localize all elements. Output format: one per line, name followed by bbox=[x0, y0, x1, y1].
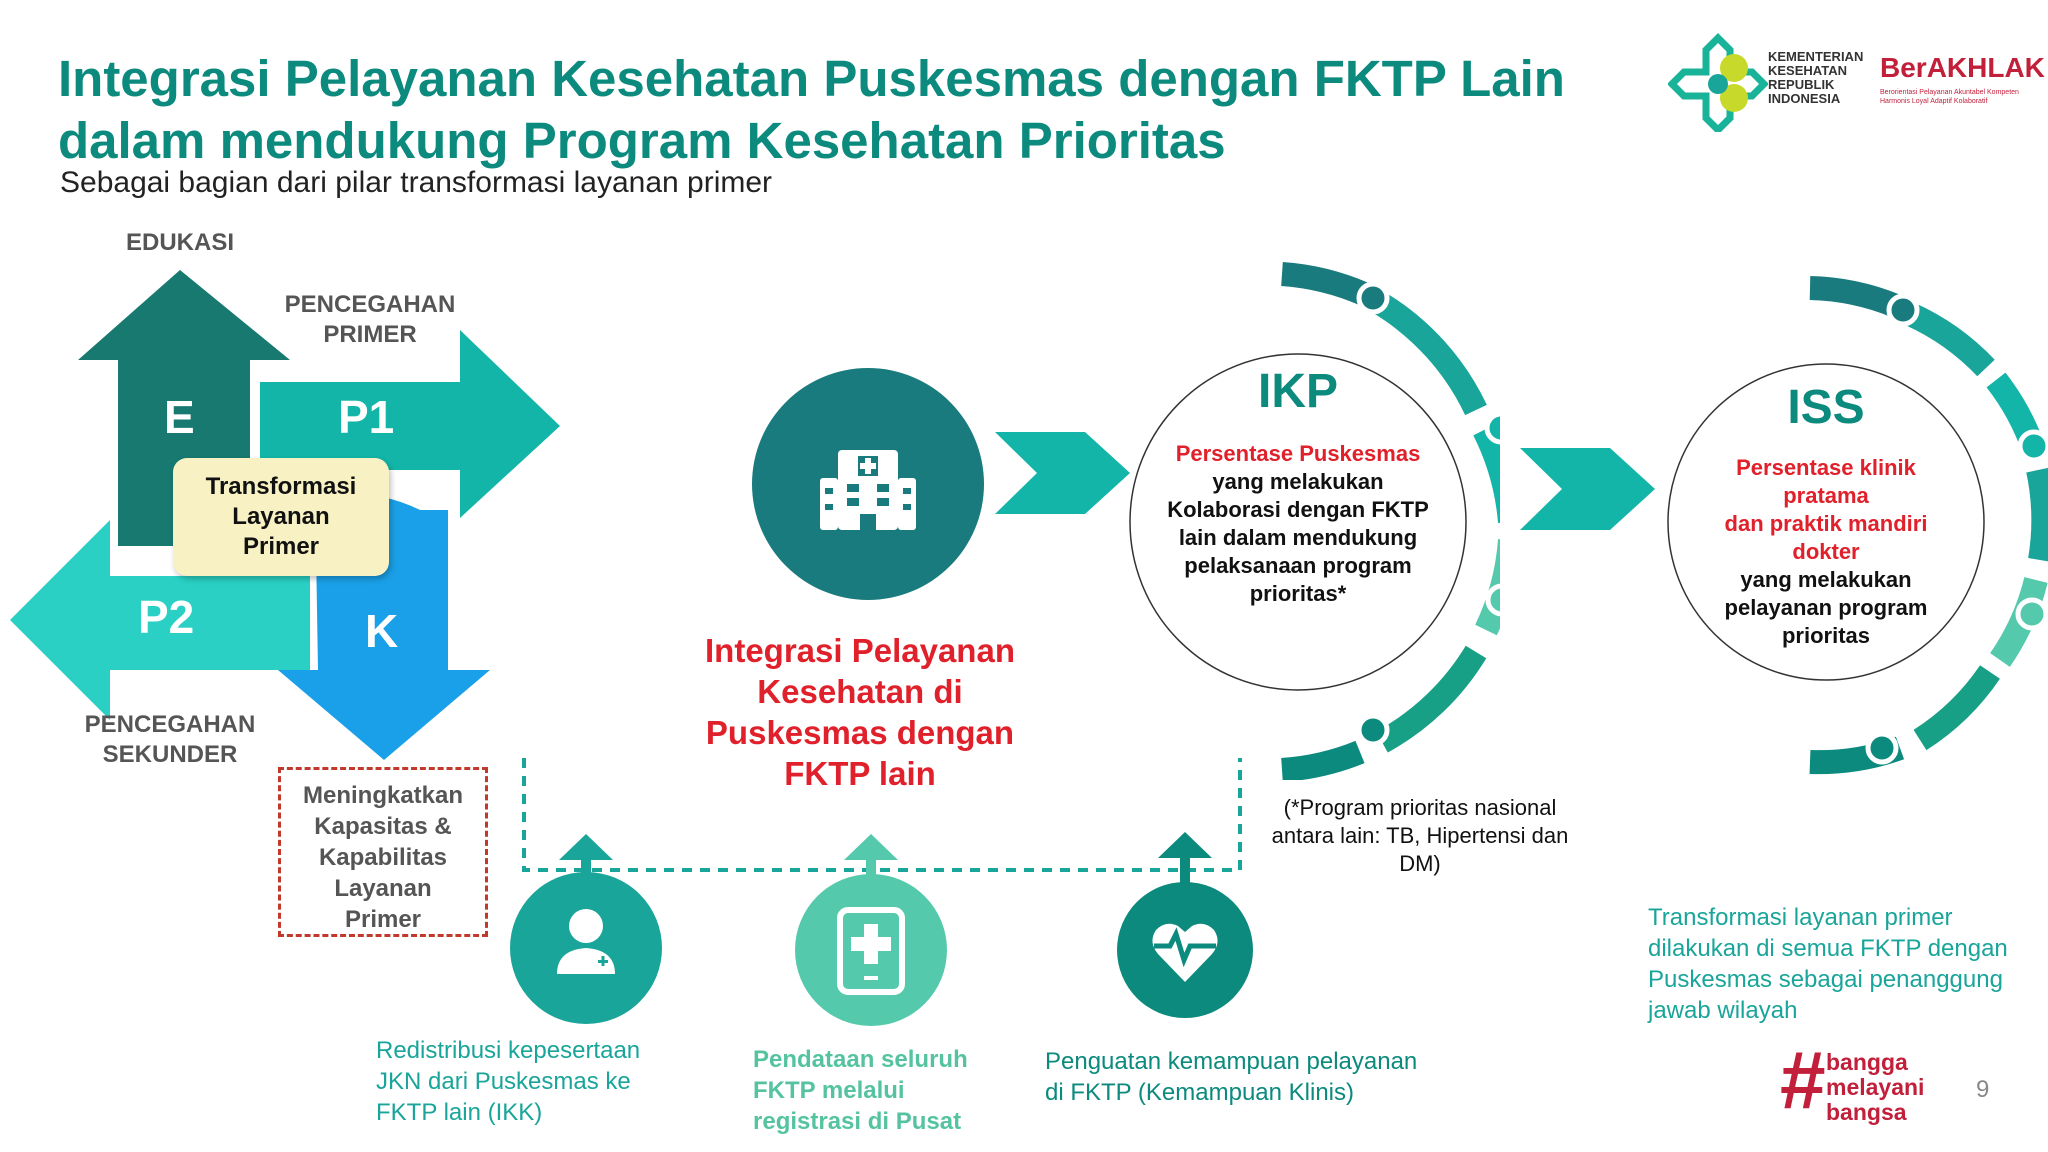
label-edukasi: EDUKASI bbox=[125, 229, 234, 256]
letter-e: E bbox=[164, 391, 195, 443]
berakhlak-logo: BerAKHLAK bbox=[1880, 52, 2045, 83]
caption-pendataan: Pendataan seluruh FKTP melalui registras… bbox=[753, 1046, 968, 1135]
integration-label: Integrasi Pelayanan Kesehatan di Puskesm… bbox=[705, 632, 1015, 792]
hospital-circle bbox=[752, 368, 984, 600]
letter-p1: P1 bbox=[338, 391, 395, 443]
title-line-2: dalam mendukung Program Kesehatan Priori… bbox=[58, 112, 1226, 169]
kemenkes-text: KEMENTERIAN KESEHATAN REPUBLIK INDONESIA bbox=[1768, 49, 1864, 106]
page-subtitle: Sebagai bagian dari pilar transformasi l… bbox=[60, 166, 773, 199]
ikp-title: IKP bbox=[1257, 365, 1338, 418]
bangga-melayani-logo: bangga melayani bangsa bbox=[1826, 1049, 1925, 1125]
chevron-arrow-2 bbox=[1520, 448, 1655, 530]
tablet-circle bbox=[795, 834, 947, 1026]
ikp-circle bbox=[1129, 262, 1500, 780]
letter-p2: P2 bbox=[138, 591, 195, 643]
label-pencegahan-primer: PENCEGAHAN PRIMER bbox=[284, 291, 456, 348]
chevron-arrow-1 bbox=[995, 432, 1130, 514]
page-number: 9 bbox=[1976, 1076, 1990, 1103]
kemenkes-logo-icon bbox=[1668, 33, 1768, 132]
doctor-icon bbox=[557, 909, 615, 974]
iss-text: Persentase klinik pratama dan praktik ma… bbox=[1724, 455, 1928, 648]
dashed-connector bbox=[522, 758, 1242, 872]
doctor-circle bbox=[510, 834, 662, 1024]
caption-penguatan: Penguatan kemampuan pelayanan di FKTP (K… bbox=[1045, 1048, 1418, 1106]
iss-circle bbox=[1667, 276, 2048, 775]
ikp-text: Persentase Puskesmas yang melakukan Kola… bbox=[1167, 441, 1429, 606]
label-pencegahan-sekunder: PENCEGAHAN SEKUNDER bbox=[84, 711, 256, 768]
hospital-icon bbox=[820, 450, 916, 530]
arrow-p1 bbox=[260, 330, 560, 518]
transformation-note: Transformasi layanan primer dilakukan di… bbox=[1648, 904, 2008, 1024]
page-title: Integrasi Pelayanan Kesehatan Puskesmas … bbox=[58, 48, 1618, 172]
tablet-medical-icon bbox=[837, 907, 905, 995]
title-line-1: Integrasi Pelayanan Kesehatan Puskesmas … bbox=[58, 50, 1565, 107]
letter-k: K bbox=[365, 605, 399, 657]
heart-circle bbox=[1117, 832, 1253, 1018]
capacity-box: Meningkatkan Kapasitas & Kapabilitas Lay… bbox=[278, 767, 488, 937]
heart-pulse-icon bbox=[1152, 923, 1218, 982]
priority-program-note: (*Program prioritas nasional antara lain… bbox=[1271, 795, 1569, 876]
berakhlak-subtext: Berorientasi Pelayanan Akuntabel Kompete… bbox=[1880, 89, 2019, 105]
transformasi-box: Transformasi Layanan Primer bbox=[173, 458, 389, 576]
arrow-p2 bbox=[10, 520, 310, 720]
iss-title: ISS bbox=[1787, 381, 1865, 434]
caption-redistribusi: Redistribusi kepesertaan JKN dari Puskes… bbox=[376, 1037, 641, 1126]
bangga-hash-icon: # bbox=[1780, 1035, 1826, 1126]
